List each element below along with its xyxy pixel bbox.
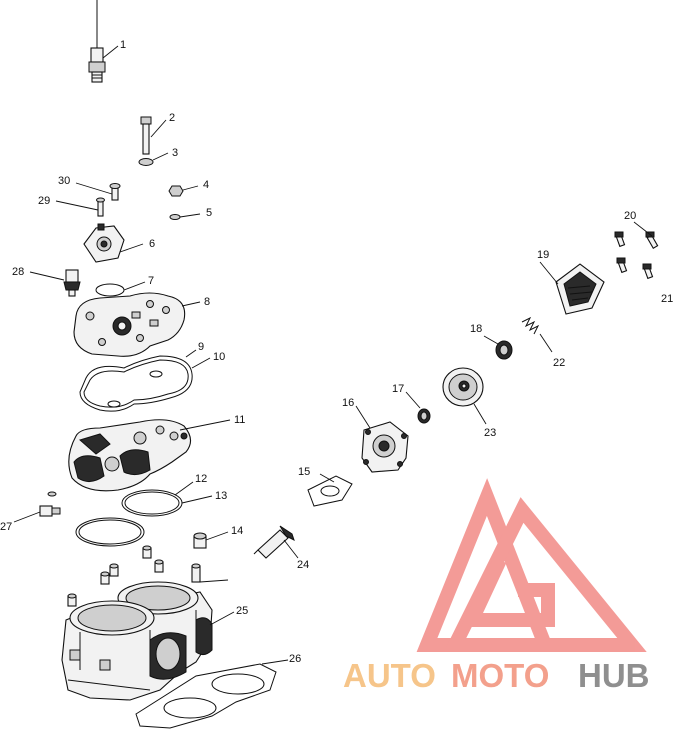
part-5-washer	[169, 214, 181, 220]
watermark-text-moto: MOTO	[451, 657, 549, 694]
callout-29: 29	[38, 195, 50, 207]
part-12-gasket-ring-inner	[124, 491, 180, 515]
part-28-temp-sensor	[63, 269, 81, 297]
callout-labels: 1 2 3 4 5 6 7 8 9 10 11 12 13 14 15 16 1…	[0, 39, 673, 665]
part-12-gasket-ring-2-inner	[78, 519, 142, 545]
part-17-seal	[417, 408, 431, 424]
callout-3: 3	[172, 147, 178, 159]
part-8-head-cover	[73, 292, 186, 357]
watermark-text: AUTO MOTO HUB	[343, 657, 650, 694]
part-18-bearing	[495, 340, 513, 360]
part-2-bolt	[140, 116, 152, 155]
part-15-gasket	[307, 475, 353, 507]
callout-21: 21	[661, 293, 673, 305]
watermark-g-shape	[461, 557, 555, 627]
callout-2: 2	[169, 112, 175, 124]
callout-24: 24	[297, 559, 309, 571]
callout-9: 9	[198, 341, 204, 353]
part-23-impeller	[442, 367, 484, 407]
callout-13: 13	[215, 490, 227, 502]
callout-11: 11	[234, 414, 245, 426]
callout-27: 27	[0, 521, 12, 533]
watermark-text-auto: AUTO	[343, 657, 436, 694]
part-3-washer	[138, 158, 154, 166]
part-29-pin	[96, 197, 105, 217]
callout-10: 10	[213, 351, 225, 363]
watermark-logo	[416, 478, 647, 652]
part-studs	[67, 545, 201, 607]
part-21-screw	[642, 263, 654, 280]
part-22-spring	[521, 316, 540, 335]
callout-15: 15	[298, 466, 310, 478]
callout-6: 6	[149, 238, 155, 250]
callout-25: 25	[236, 605, 248, 617]
callout-18: 18	[470, 323, 482, 335]
callout-23: 23	[484, 427, 496, 439]
callout-20: 20	[624, 210, 636, 222]
part-26-base-gasket	[135, 663, 277, 729]
part-13-gasket-ring	[121, 489, 183, 517]
callout-5: 5	[206, 207, 212, 219]
leader-lines	[13, 45, 653, 665]
part-24-valve	[253, 525, 295, 559]
part-14-nut	[193, 532, 207, 549]
part-4-nut	[168, 185, 184, 197]
callout-19: 19	[537, 249, 549, 261]
callout-14: 14	[231, 525, 243, 537]
part-13-gasket-ring-2	[75, 517, 145, 547]
part-1-spark-plug	[88, 0, 106, 83]
callout-7: 7	[148, 275, 154, 287]
callout-16: 16	[342, 397, 354, 409]
watermark-text-hub: HUB	[578, 657, 650, 694]
part-7-o-ring	[95, 283, 125, 297]
callout-22: 22	[553, 357, 565, 369]
callout-26: 26	[289, 653, 301, 665]
callout-30: 30	[58, 175, 70, 187]
part-30-screw	[109, 183, 121, 201]
part-19-pump-cover	[555, 263, 605, 315]
callout-1: 1	[120, 39, 126, 51]
callout-8: 8	[204, 296, 210, 308]
callout-12: 12	[195, 473, 207, 485]
callout-28: 28	[12, 266, 24, 278]
part-25-cylinder-block	[61, 581, 213, 701]
part-10-head-gasket	[79, 355, 193, 412]
callout-17: 17	[392, 383, 404, 395]
part-27-fitting	[39, 491, 61, 517]
callout-4: 4	[203, 179, 209, 191]
part-6-housing	[83, 223, 125, 263]
part-16-pump-housing	[361, 421, 409, 473]
part-11-cylinder-head	[68, 419, 192, 492]
